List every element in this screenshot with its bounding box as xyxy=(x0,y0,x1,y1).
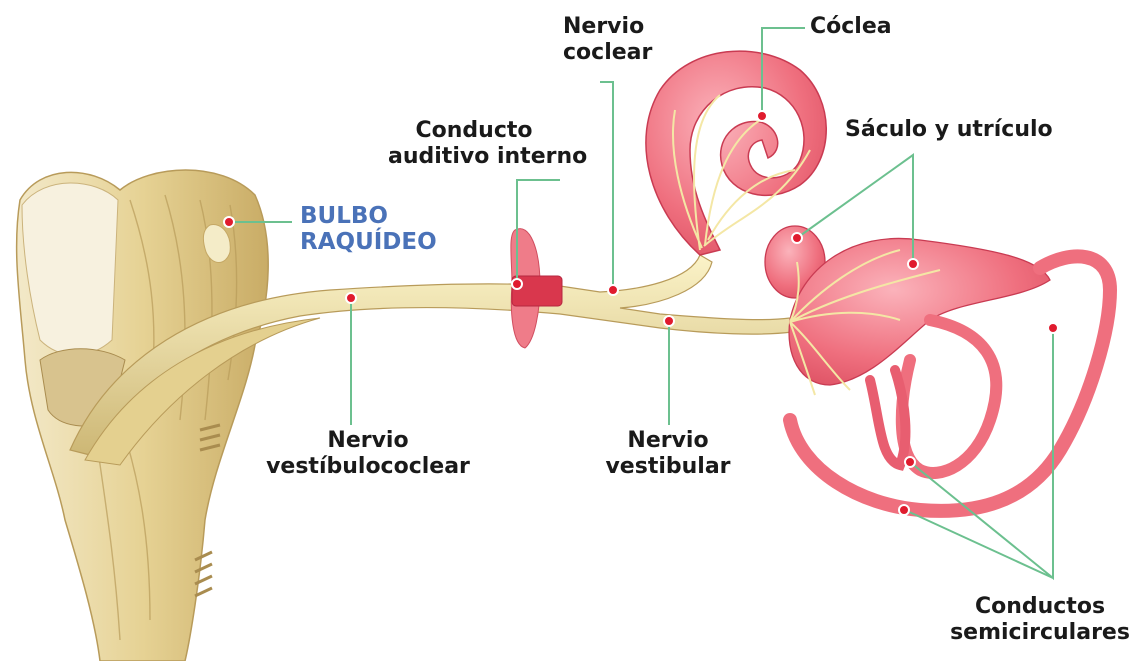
label-coclear-line2: coclear xyxy=(563,40,652,66)
utricle-vestibule xyxy=(789,238,1050,385)
label-vestibulococlear-line2: vestíbulococlear xyxy=(266,454,470,480)
label-bulbo-line2: RAQUÍDEO xyxy=(300,229,437,255)
marker-canal-2 xyxy=(905,457,915,467)
marker-vestibulococlear xyxy=(346,293,356,303)
cochlea-illustration xyxy=(646,51,826,255)
label-vestibular-line2: vestibular xyxy=(605,454,730,480)
label-coclear-line1: Nervio xyxy=(563,14,652,40)
label-vestibulococlear-line1: Nervio xyxy=(266,428,470,454)
marker-vestibular xyxy=(664,316,674,326)
label-nervio-coclear: Nervio coclear xyxy=(563,14,652,66)
label-nervio-vestibulococlear: Nervio vestíbulococlear xyxy=(266,428,470,480)
leader-semicirculares xyxy=(905,330,1053,578)
label-bulbo-line1: BULBO xyxy=(300,203,437,229)
label-conducto-line2: auditivo interno xyxy=(388,144,560,170)
label-saculo-utriculo: Sáculo y utrículo xyxy=(845,117,1053,143)
cochlea-shape xyxy=(646,51,826,255)
marker-bulbo xyxy=(224,217,234,227)
marker-utriculo xyxy=(908,259,918,269)
vestibular-apparatus xyxy=(765,226,1110,511)
label-coclea: Cóclea xyxy=(810,14,892,40)
label-saculo-text: Sáculo y utrículo xyxy=(845,117,1053,143)
label-conducto-line1: Conducto xyxy=(388,118,560,144)
label-semicirculares-line1: Conductos xyxy=(950,594,1130,620)
marker-coclea xyxy=(757,111,767,121)
semicircular-canal-lateral xyxy=(870,370,905,465)
label-vestibular-line1: Nervio xyxy=(605,428,730,454)
label-bulbo-raquideo: BULBO RAQUÍDEO xyxy=(300,203,437,255)
semicircular-canal-posterior xyxy=(902,320,996,473)
leader-coclear xyxy=(600,82,613,290)
label-semicirculares-line2: semicirculares xyxy=(950,620,1130,646)
label-conducto-auditivo: Conducto auditivo interno xyxy=(388,118,560,170)
marker-conducto xyxy=(512,279,522,289)
label-coclea-text: Cóclea xyxy=(810,14,892,40)
marker-coclear xyxy=(608,285,618,295)
marker-saculo xyxy=(792,233,802,243)
marker-canal-3 xyxy=(899,505,909,515)
label-nervio-vestibular: Nervio vestibular xyxy=(605,428,730,480)
marker-canal-1 xyxy=(1048,323,1058,333)
label-conductos-semicirculares: Conductos semicirculares xyxy=(950,594,1130,646)
